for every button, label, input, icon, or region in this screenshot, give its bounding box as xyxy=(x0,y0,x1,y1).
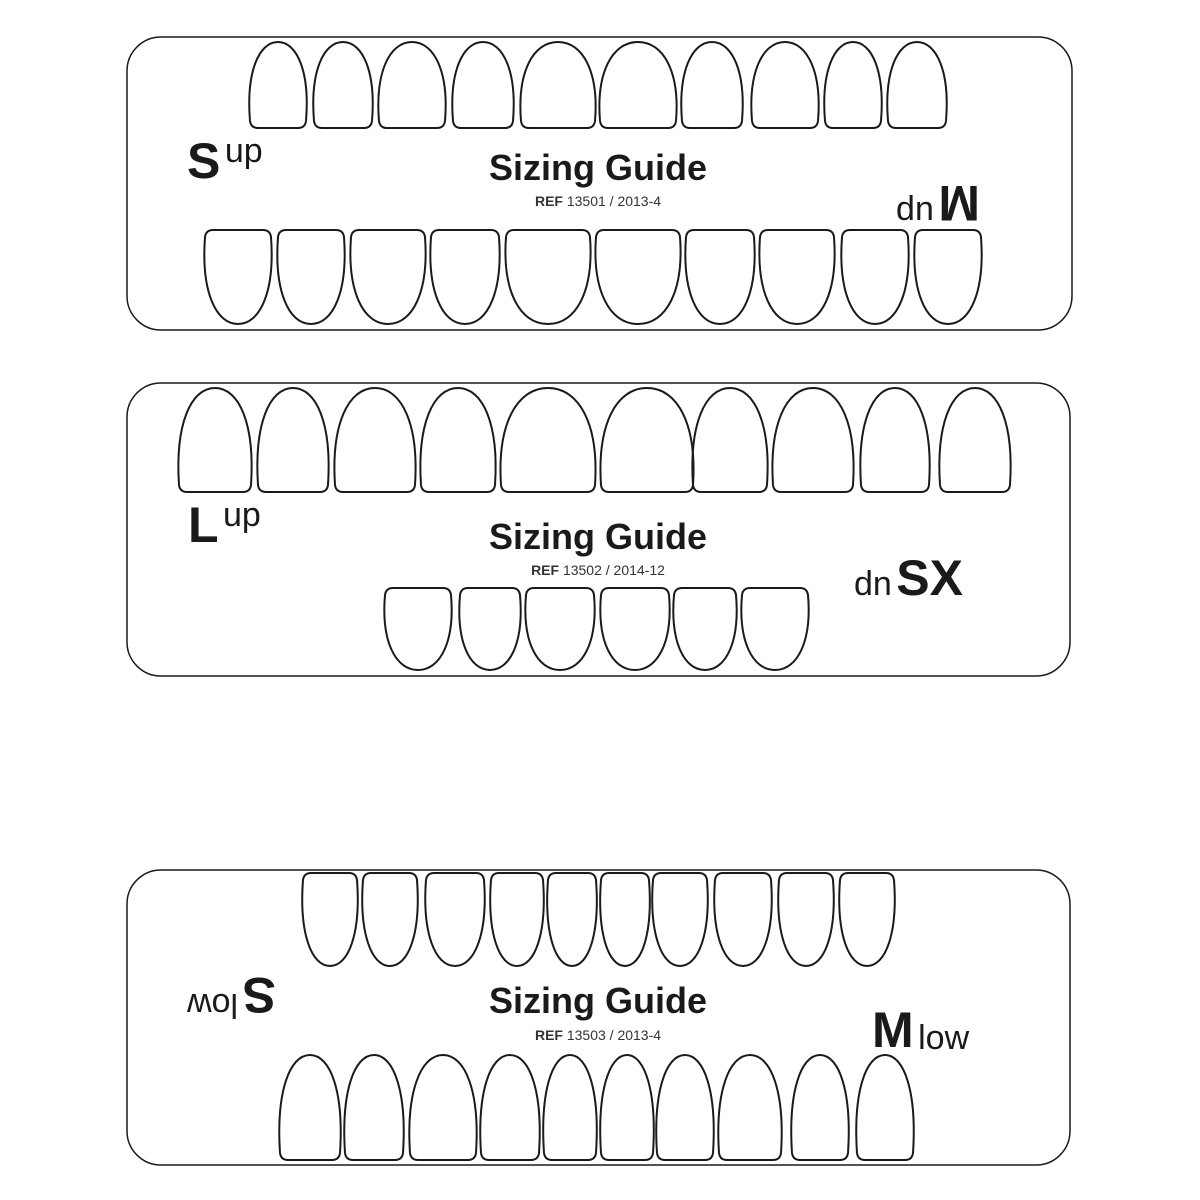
card-1-right-size-label: M up xyxy=(896,175,980,232)
card-3-outline xyxy=(126,869,1071,1166)
card-3-title: Sizing Guide xyxy=(488,980,707,1021)
tooth-outline xyxy=(301,872,359,968)
tooth-outline xyxy=(451,40,515,129)
tooth-outline xyxy=(424,872,486,968)
tooth-outline xyxy=(519,40,597,129)
tooth-outline xyxy=(278,1053,342,1161)
tooth-outline xyxy=(758,229,836,326)
tooth-outline xyxy=(504,229,592,326)
size-word: up xyxy=(223,496,261,534)
tooth-outline xyxy=(343,1053,405,1161)
tooth-outline xyxy=(859,386,931,493)
tooth-outline xyxy=(312,40,374,129)
tooth-outline xyxy=(680,40,744,129)
tooth-outline xyxy=(713,872,773,968)
card-3-ref: REF 13503 / 2013-4 xyxy=(398,1028,798,1042)
tooth-outline xyxy=(248,40,308,129)
tooth-outline xyxy=(499,386,597,493)
tooth-outline xyxy=(823,40,883,129)
size-word: dn xyxy=(854,565,892,603)
tooth-outline xyxy=(203,229,273,326)
tooth-outline xyxy=(542,1053,598,1161)
size-letter: SX xyxy=(896,550,963,606)
tooth-outline xyxy=(855,1053,915,1161)
tooth-outline xyxy=(740,587,810,672)
tooth-outline xyxy=(672,587,738,672)
size-letter: M xyxy=(872,1002,914,1058)
tooth-outline xyxy=(691,386,769,493)
card-2-left-size-label: L up xyxy=(188,497,261,553)
tooth-outline xyxy=(458,587,522,672)
tooth-outline xyxy=(408,1053,478,1161)
tooth-outline xyxy=(938,386,1012,493)
tooth-outline xyxy=(377,40,447,129)
ref-label: REF xyxy=(534,1027,563,1043)
tooth-outline xyxy=(489,872,545,968)
size-letter: L xyxy=(188,497,219,553)
tooth-outline xyxy=(256,386,330,493)
tooth-outline xyxy=(599,1053,655,1161)
size-word: low xyxy=(187,986,239,1024)
card-1-left-size-label: S up xyxy=(187,133,263,189)
card-3-right-size-label: M low xyxy=(872,1005,969,1055)
tooth-outline xyxy=(651,872,709,968)
size-word: up xyxy=(224,132,263,170)
card-2-outline xyxy=(126,382,1071,677)
tooth-outline xyxy=(840,229,910,326)
ref-code: 13501 / 2013-4 xyxy=(566,193,662,209)
tooth-outline xyxy=(717,1053,783,1161)
card-1-title: Sizing Guide xyxy=(488,147,707,188)
size-word: low xyxy=(918,1019,970,1057)
card-2-title: Sizing Guide xyxy=(488,516,707,557)
ref-label: REF xyxy=(531,562,560,578)
tooth-outline xyxy=(479,1053,541,1161)
card-2-ref: REF 13502 / 2014-12 xyxy=(398,563,798,577)
tooth-outline xyxy=(599,386,695,493)
tooth-outline xyxy=(684,229,756,326)
tooth-outline xyxy=(777,872,835,968)
size-letter: S xyxy=(187,133,221,189)
tooth-outline xyxy=(594,229,682,326)
tooth-outline xyxy=(599,587,671,672)
tooth-outline xyxy=(383,587,453,672)
ref-code: 13503 / 2013-4 xyxy=(566,1027,662,1043)
tooth-outline xyxy=(276,229,346,326)
tooth-outline xyxy=(599,872,651,968)
tooth-outline xyxy=(838,872,896,968)
tooth-outline xyxy=(598,40,678,129)
card-3-left-size-label: S low xyxy=(187,967,276,1024)
tooth-outline xyxy=(333,386,417,493)
size-letter: S xyxy=(242,967,276,1023)
tooth-outline xyxy=(524,587,596,672)
tooth-outline xyxy=(913,229,983,326)
size-word: up xyxy=(896,194,934,232)
size-letter: M xyxy=(938,175,980,231)
ref-code: 13502 / 2014-12 xyxy=(562,562,665,578)
tooth-outline xyxy=(349,229,427,326)
tooth-outline xyxy=(655,1053,715,1161)
tooth-outline xyxy=(886,40,948,129)
tooth-outline xyxy=(790,1053,850,1161)
card-1-outline xyxy=(126,36,1073,331)
tooth-outline xyxy=(546,872,598,968)
tooth-outline xyxy=(177,386,253,493)
tooth-outline xyxy=(750,40,820,129)
card-2-right-size-label: dn SX xyxy=(854,553,963,603)
tooth-outline xyxy=(419,386,497,493)
ref-label: REF xyxy=(534,193,563,209)
card-1-ref: REF 13501 / 2013-4 xyxy=(398,194,798,208)
tooth-outline xyxy=(771,386,855,493)
tooth-outline xyxy=(429,229,501,326)
tooth-outline xyxy=(361,872,419,968)
